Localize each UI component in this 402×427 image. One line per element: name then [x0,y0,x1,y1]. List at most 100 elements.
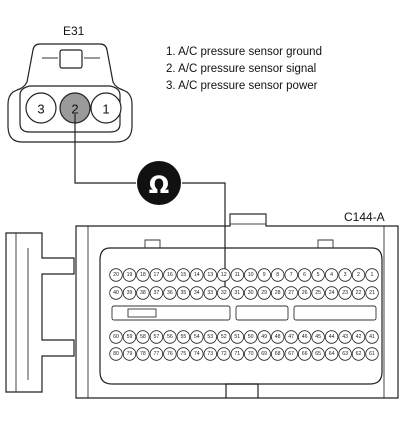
ohmmeter-symbol: Ω [149,171,169,199]
c144-pin-22 [351,286,366,300]
c144-pin-6 [297,268,312,282]
c144-pin-label-31: 31 [234,290,240,296]
c144-pin-65 [311,347,325,361]
c144-pin-label-17: 17 [154,272,160,278]
c144-pin-14 [190,268,204,282]
c144-pin-label-59: 59 [127,334,133,340]
seal-strip-right [293,305,377,321]
c144-pin-5 [311,268,325,282]
c144-pin-label-15: 15 [181,272,187,278]
c144-pin-label-62: 62 [356,351,362,357]
c144-pin-73 [203,347,218,361]
c144-pin-label-36: 36 [167,290,173,296]
c144-pin-label-40: 40 [113,290,119,296]
c144-pin-label-27: 27 [288,290,294,296]
legend-item-3: 3. A/C pressure sensor power [166,80,318,92]
c144-pin-79 [122,347,137,361]
c144-pin-70 [243,347,258,361]
c144-pin-label-60: 60 [113,334,119,340]
e31-pin-1 [90,92,122,124]
c144-pin-77 [149,347,164,361]
c144-pin-label-6: 6 [303,272,306,278]
c144-pin-label-11: 11 [235,272,240,278]
c144-pin-68 [271,347,285,361]
c144-pin-label-70: 70 [248,351,254,357]
connector-e31-latch [59,49,83,69]
c144-pin-21 [365,286,379,300]
connector-c144a-top-latch [229,213,267,225]
c144-pin-60 [109,330,123,344]
c144-pin-label-49: 49 [261,334,267,340]
c144-pin-label-56: 56 [167,334,173,340]
c144-pin-9 [257,268,271,282]
c144-pin-label-43: 43 [342,334,348,340]
c144-pin-76 [163,347,177,361]
c144-pin-56 [163,330,177,344]
c144-pin-label-46: 46 [302,334,308,340]
c144-pin-80 [109,347,123,361]
c144-pin-34 [190,286,204,300]
c144-pin-64 [324,347,339,361]
c144-pin-label-50: 50 [248,334,254,340]
c144-pin-label-4: 4 [330,272,333,278]
c144-pin-23 [338,286,352,300]
c144-pin-label-2: 2 [357,272,360,278]
c144-pin-label-13: 13 [207,272,213,278]
c144-pin-label-74: 74 [194,351,200,357]
c144-pin-label-51: 51 [234,334,240,340]
e31-pin-3 [25,92,57,124]
c144-pin-74 [190,347,204,361]
c144-pin-label-7: 7 [290,272,293,278]
c144-pin-label-1: 1 [371,272,374,278]
c144-pin-8 [271,268,285,282]
c144-pin-label-65: 65 [315,351,321,357]
seal-strip-left [111,305,231,321]
c144-pin-28 [271,286,285,300]
c144-pin-label-61: 61 [369,351,375,357]
c144-pin-67 [284,347,298,361]
c144-pin-54 [190,330,204,344]
c144-pin-label-8: 8 [276,272,279,278]
c144-pin-label-79: 79 [127,351,133,357]
c144-pin-label-54: 54 [194,334,200,340]
measurement-wire: Ω [74,114,226,298]
c144-pin-label-12: 12 [221,272,227,278]
c144-pin-label-22: 22 [356,290,362,296]
c144-pin-58 [136,330,150,344]
c144-pin-27 [284,286,298,300]
c144-pin-label-41: 41 [369,334,375,340]
c144-pin-69 [257,347,271,361]
connector-c144a-lever-ribs [15,233,29,392]
c144-pin-62 [351,347,366,361]
seal-strip-left-tab [127,308,157,318]
c144-pin-label-72: 72 [221,351,227,357]
c144-pin-57 [149,330,164,344]
c144-pin-label-52: 52 [221,334,227,340]
c144-pin-label-73: 73 [207,351,213,357]
c144-pin-label-16: 16 [167,272,173,278]
connector-e31-shell [7,43,133,143]
c144-pin-38 [136,286,150,300]
c144-pin-55 [176,330,191,344]
c144-pin-71 [230,347,245,361]
c144-pin-48 [271,330,285,344]
c144-pin-61 [365,347,379,361]
c144-pin-43 [338,330,352,344]
e31-pin-label-2: 2 [71,102,78,117]
c144-pin-26 [297,286,312,300]
c144-pin-label-55: 55 [181,334,187,340]
c144-pin-20 [109,268,123,282]
c144-pin-15 [176,268,191,282]
c144-pin-label-75: 75 [181,351,187,357]
c144-pin-label-57: 57 [154,334,160,340]
c144-pin-label-44: 44 [329,334,335,340]
c144-pin-label-34: 34 [194,290,200,296]
c144-pin-63 [338,347,352,361]
c144-pin-40 [109,286,123,300]
connector-c144a-bottom-latch [225,383,259,398]
c144-pin-label-21: 21 [369,290,375,296]
c144-pin-13 [203,268,218,282]
